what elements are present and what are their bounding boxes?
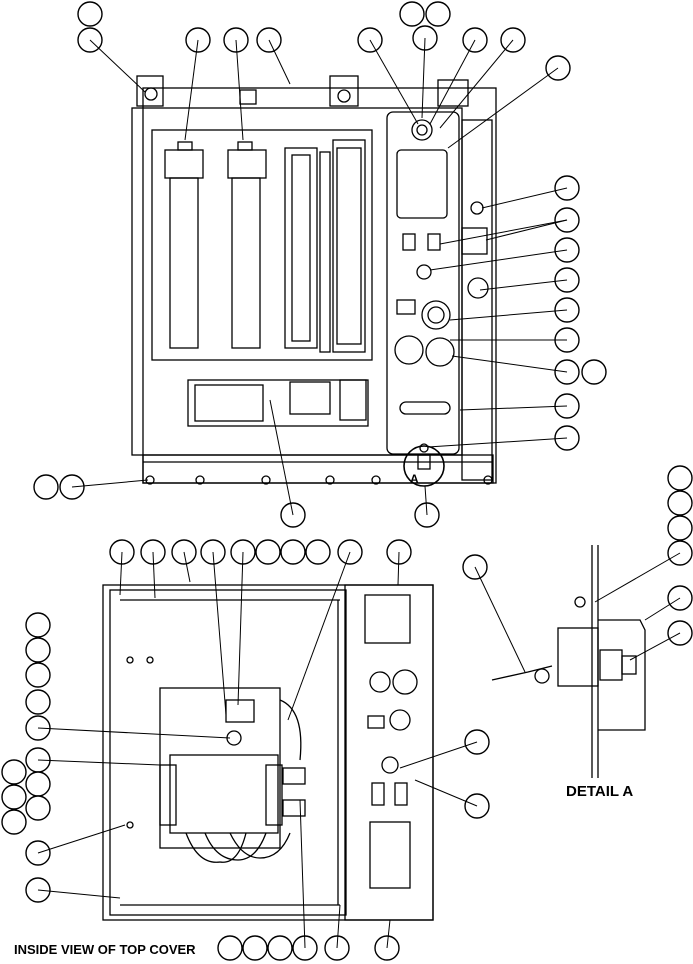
leader-line <box>152 551 156 599</box>
leader-line <box>629 632 681 661</box>
leader-line <box>299 799 306 949</box>
leader-line <box>89 39 146 93</box>
leader-line <box>269 399 294 516</box>
detail-a-marker <box>403 445 445 487</box>
callout-bubble <box>280 539 306 565</box>
cover-outline <box>102 584 434 921</box>
callout-bubble <box>33 474 59 500</box>
front-panel <box>131 107 463 456</box>
leader-line <box>481 187 568 209</box>
detail-a-view <box>491 545 646 778</box>
leader-line <box>474 566 526 673</box>
callout-bubble <box>305 539 331 565</box>
leader-line <box>212 551 227 716</box>
leader-line <box>421 37 426 119</box>
leader-line <box>237 551 244 706</box>
callout-bubble <box>217 935 243 961</box>
leader-line <box>459 405 568 411</box>
top-assembly-view <box>131 75 497 487</box>
leader-line <box>386 919 391 949</box>
callout-bubble <box>25 795 51 821</box>
leader-line <box>449 309 568 321</box>
leader-line <box>429 39 476 125</box>
leader-line <box>451 355 568 373</box>
leader-line <box>429 249 568 271</box>
callout-bubble <box>25 771 51 797</box>
leader-line <box>439 219 568 245</box>
leader-lines <box>37 37 681 949</box>
callout-bubble <box>1 784 27 810</box>
callout-bubble <box>242 935 268 961</box>
leader-line <box>369 39 419 125</box>
leader-line <box>447 67 559 149</box>
leader-line <box>37 889 121 899</box>
leader-line <box>479 279 568 291</box>
leader-line <box>268 39 291 85</box>
leader-line <box>37 759 161 766</box>
leader-line <box>594 552 681 603</box>
inside-view-label: INSIDE VIEW OF TOP COVER <box>14 942 196 957</box>
mount-bracket-mid <box>329 75 359 107</box>
leader-line <box>397 551 400 586</box>
top-connector <box>239 89 257 105</box>
callout-bubble <box>1 809 27 835</box>
leader-line <box>427 437 568 448</box>
callout-bubble <box>25 662 51 688</box>
leader-line <box>336 904 341 949</box>
control-panel <box>386 111 460 455</box>
mount-bracket-right <box>437 79 469 107</box>
leader-line <box>414 779 478 807</box>
leader-line <box>485 219 568 241</box>
callout-bubble <box>255 539 281 565</box>
leader-line <box>119 551 123 596</box>
leader-line <box>424 485 428 516</box>
leader-line <box>37 824 126 854</box>
callout-bubble <box>267 935 293 961</box>
callout-bubble <box>25 637 51 663</box>
leader-line <box>37 727 231 739</box>
callout-bubble <box>667 465 693 491</box>
leader-line <box>71 479 149 488</box>
leader-line <box>183 551 191 583</box>
callout-bubble <box>425 1 451 27</box>
detail-marker-label: A <box>410 472 419 486</box>
detail-a-label: DETAIL A <box>566 783 634 800</box>
leader-line <box>399 741 478 769</box>
callout-bubble <box>581 359 607 385</box>
leader-line <box>439 39 514 129</box>
leader-line <box>235 39 244 141</box>
callout-bubble <box>667 490 693 516</box>
leader-line <box>644 597 681 621</box>
mount-bracket-left <box>136 75 164 107</box>
callout-bubble <box>25 689 51 715</box>
callout-bubble <box>399 1 425 27</box>
leader-line <box>287 551 351 721</box>
panel-window <box>396 149 448 219</box>
leader-line <box>184 39 199 141</box>
callout-bubble <box>1 759 27 785</box>
callout-bubble <box>25 612 51 638</box>
inside-cover-view <box>102 584 434 921</box>
callout-bubble <box>667 515 693 541</box>
callout-bubble <box>77 1 103 27</box>
